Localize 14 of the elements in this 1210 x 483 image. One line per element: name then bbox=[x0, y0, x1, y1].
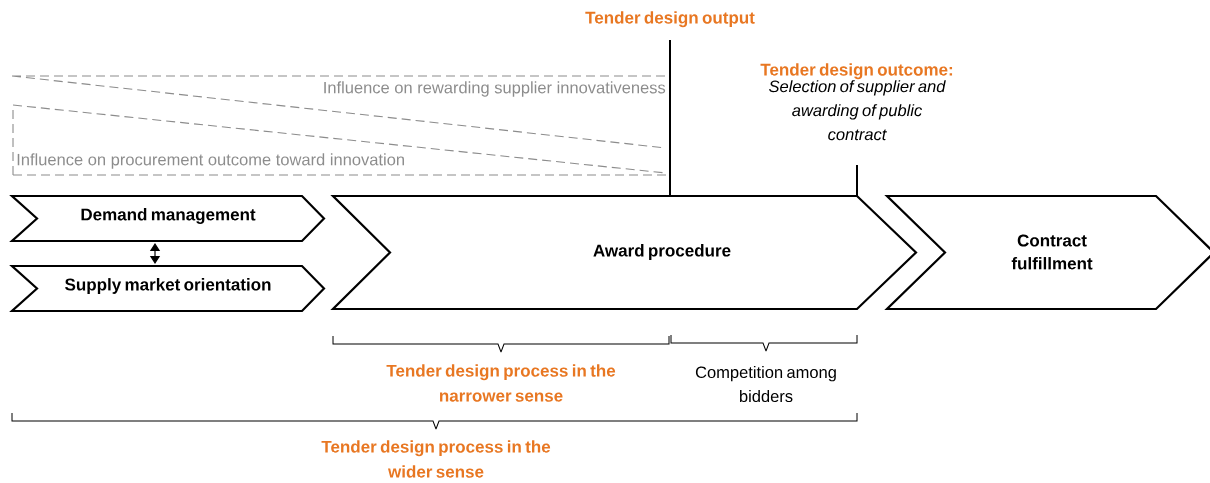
brace-label: Tender design process in the wider sense bbox=[321, 440, 551, 478]
connector bbox=[856, 164, 858, 197]
influence-label: Influence on procurement outcome toward innovation bbox=[17, 153, 404, 169]
chevron-step: Contract fulfillment bbox=[884, 194, 1210, 311]
connector bbox=[149, 243, 161, 264]
chevron-step: Demand management bbox=[9, 194, 326, 243]
connector bbox=[669, 39, 671, 197]
brace-label: Tender design process in the narrower sense bbox=[386, 364, 616, 402]
chevron-step: Supply market orientation bbox=[9, 264, 326, 313]
influence-label: Influence on rewarding supplier innovativeness bbox=[324, 81, 666, 97]
milestone-label: Tender design output bbox=[585, 11, 755, 28]
brace-label: Competition among bidders bbox=[695, 365, 836, 403]
chevron-step: Award procedure bbox=[330, 194, 918, 311]
milestone-label: Tender design outcome: Selection of supplier and awarding of public contract bbox=[760, 63, 953, 141]
